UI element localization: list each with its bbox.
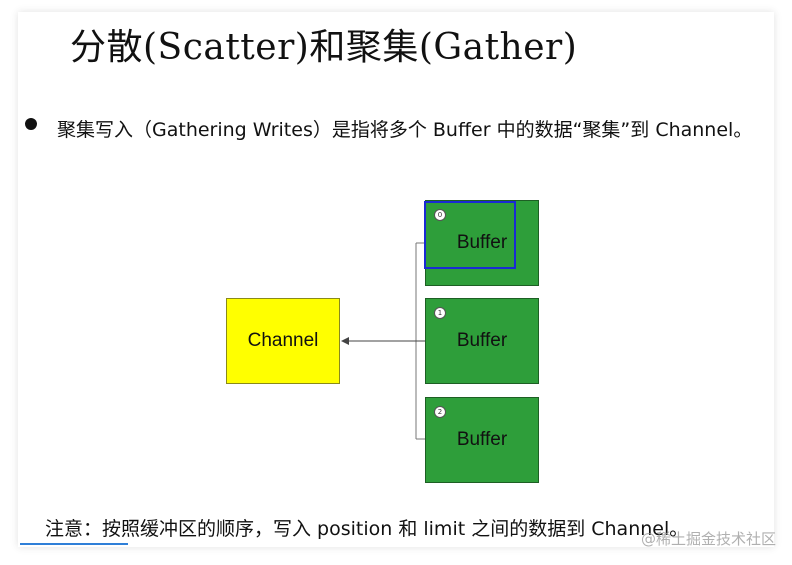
buffer-index-badge: 1 <box>434 307 446 319</box>
channel-label: Channel <box>247 330 319 351</box>
watermark: @稀土掘金技术社区 <box>640 530 776 548</box>
channel-box: Channel <box>226 298 340 384</box>
buffer-index-badge: 2 <box>434 406 446 418</box>
buffer-box-2: 2 Buffer <box>425 397 539 483</box>
slide-title: 分散(Scatter)和聚集(Gather) <box>70 27 578 68</box>
slide <box>18 12 774 547</box>
buffer-box-0: 0 Buffer <box>425 200 539 286</box>
buffer-index-badge: 0 <box>434 209 446 221</box>
bullet-icon <box>25 118 37 130</box>
selection-highlight <box>424 201 516 269</box>
bullet-text: 聚集写入（Gathering Writes）是指将多个 Buffer 中的数据“… <box>57 119 753 141</box>
buffer-label: Buffer <box>456 232 508 253</box>
buffer-label: Buffer <box>456 330 508 351</box>
progress-underline <box>20 543 128 545</box>
buffer-label: Buffer <box>456 429 508 450</box>
note-text: 注意：按照缓冲区的顺序，写入 position 和 limit 之间的数据到 C… <box>45 518 689 540</box>
buffer-box-1: 1 Buffer <box>425 298 539 384</box>
